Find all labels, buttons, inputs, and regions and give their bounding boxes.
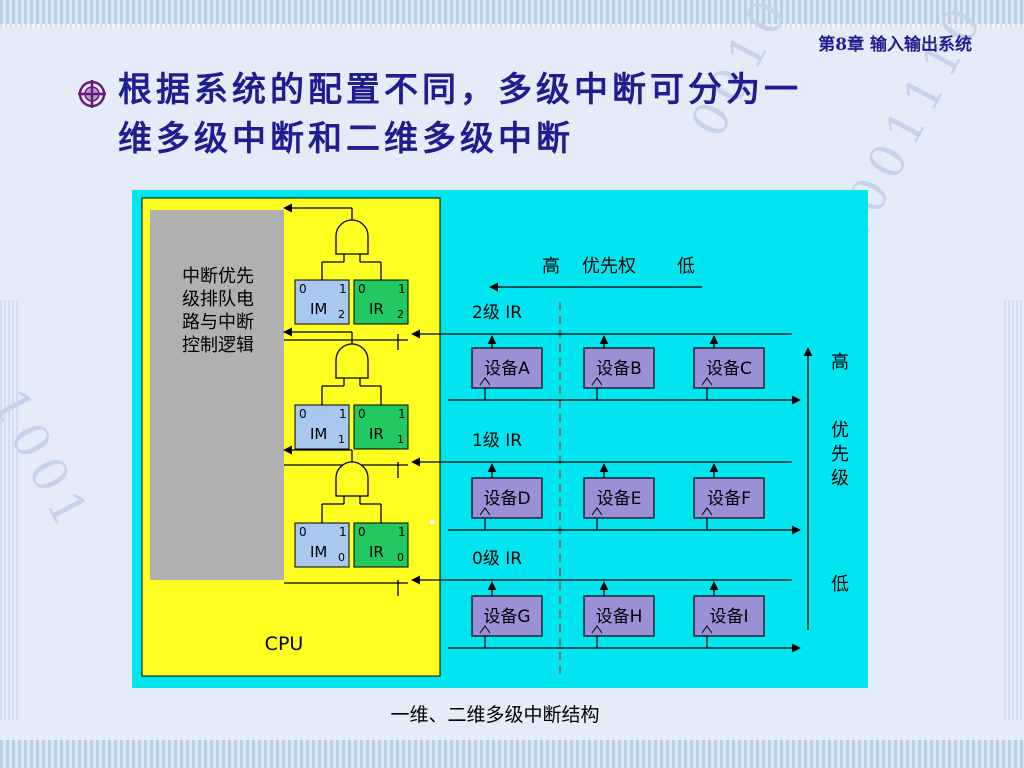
vertical-priority-label: 级 <box>831 468 849 489</box>
device-request-icon <box>701 625 713 634</box>
vertical-priority-high-label: 高 <box>831 352 849 373</box>
top-decorative-band <box>0 0 1024 28</box>
cpu-label: CPU <box>265 633 304 655</box>
device-request-icon <box>479 507 491 516</box>
im1-bit1-label: 1 <box>339 407 347 421</box>
ir2-subscript: 2 <box>397 308 404 321</box>
device-label: 设备I <box>709 607 748 627</box>
device-box <box>471 477 543 519</box>
vertical-priority-label: 先 <box>831 444 849 465</box>
im0-name: IM <box>310 543 327 561</box>
figure-caption: 一维、二维多级中断结构 <box>390 704 600 726</box>
control-logic-label-line: 级排队电 <box>182 289 254 310</box>
im1-subscript: 1 <box>338 433 345 446</box>
im2-name: IM <box>310 300 327 318</box>
level-label: 2级 IR <box>472 303 522 323</box>
device-label: 设备C <box>706 359 752 379</box>
device-request-icon <box>479 377 491 386</box>
title-line-1: 根据系统的配置不同，多级中断可分为一 <box>118 70 802 110</box>
control-logic-label-line: 控制逻辑 <box>182 335 254 356</box>
control-logic-label-line: 路与中断 <box>182 312 254 333</box>
im2-bit1-label: 1 <box>339 282 347 296</box>
device-box <box>693 595 765 637</box>
device-box <box>583 477 655 519</box>
im1-bit0-label: 0 <box>299 407 307 421</box>
and-gate-icon <box>335 343 369 379</box>
im0-register <box>294 522 350 568</box>
im1-name: IM <box>310 425 327 443</box>
device-label: 设备D <box>483 489 530 509</box>
device-label: 设备E <box>597 489 642 509</box>
im0-bit1-label: 1 <box>339 525 347 539</box>
im2-subscript: 2 <box>338 308 345 321</box>
device-box <box>471 595 543 637</box>
device-label: 设备H <box>596 607 643 627</box>
ir2-name: IR <box>369 300 384 318</box>
priority-control-logic-block <box>150 210 284 580</box>
device-box <box>693 477 765 519</box>
right-decorative-stripes <box>1004 300 1024 720</box>
im2-bit0-label: 0 <box>299 282 307 296</box>
im0-subscript: 0 <box>338 551 345 564</box>
ir1-register <box>353 404 409 450</box>
chapter-header: 第8章 输入输出系统 <box>818 35 972 55</box>
priority-low-label: 低 <box>677 256 695 277</box>
device-request-icon <box>591 377 603 386</box>
bullet-crosshair-icon <box>78 80 106 108</box>
device-request-icon <box>701 377 713 386</box>
level-label: 0级 IR <box>472 549 522 569</box>
and-gate-icon <box>335 219 369 255</box>
ir1-bit1-label: 1 <box>398 407 406 421</box>
bottom-decorative-band <box>0 740 1024 768</box>
ir0-name: IR <box>369 543 384 561</box>
device-label: 设备A <box>484 359 530 379</box>
im0-bit0-label: 0 <box>299 525 307 539</box>
im2-register <box>294 279 350 325</box>
device-label: 设备B <box>596 359 642 379</box>
device-request-icon <box>591 625 603 634</box>
priority-label: 优先权 <box>582 256 636 277</box>
ir0-bit1-label: 1 <box>398 525 406 539</box>
ir1-bit0-label: 0 <box>358 407 366 421</box>
vertical-priority-low-label: 低 <box>831 574 849 595</box>
slide-title: 根据系统的配置不同，多级中断可分为一 维多级中断和二维多级中断 <box>118 66 968 164</box>
device-box <box>693 347 765 389</box>
level-label: 1级 IR <box>472 431 522 451</box>
vertical-priority-label: 优 <box>831 420 849 441</box>
title-line-2: 维多级中断和二维多级中断 <box>118 119 574 159</box>
and-gate-icon <box>335 461 369 497</box>
device-request-icon <box>479 625 491 634</box>
ir1-name: IR <box>369 425 384 443</box>
device-request-icon <box>701 507 713 516</box>
priority-high-label: 高 <box>542 256 560 277</box>
im1-register <box>294 404 350 450</box>
ir0-bit0-label: 0 <box>358 525 366 539</box>
device-label: 设备G <box>483 607 530 627</box>
ir0-subscript: 0 <box>397 551 404 564</box>
left-decorative-stripes <box>0 300 20 720</box>
device-label: 设备F <box>707 489 751 509</box>
control-logic-label-line: 中断优先 <box>182 266 254 287</box>
device-box <box>471 347 543 389</box>
device-request-icon <box>591 507 603 516</box>
marker-dot <box>430 520 434 524</box>
ir2-bit0-label: 0 <box>358 282 366 296</box>
ir1-subscript: 1 <box>397 433 404 446</box>
device-box <box>583 595 655 637</box>
device-box <box>583 347 655 389</box>
ir2-bit1-label: 1 <box>398 282 406 296</box>
